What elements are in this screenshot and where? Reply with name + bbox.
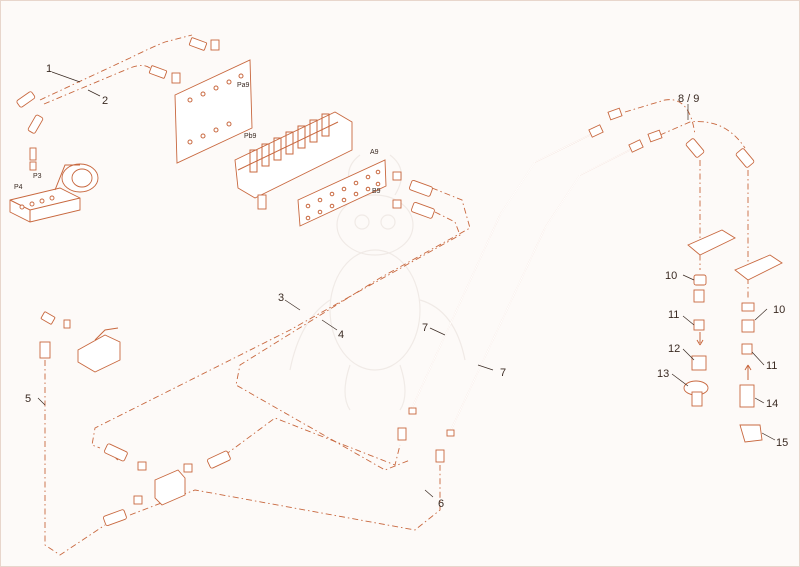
callout-6: 6	[438, 498, 444, 510]
callout-7a: 7	[422, 322, 428, 334]
callout-7b: 7	[500, 367, 506, 379]
joystick-unit	[9, 163, 99, 223]
gasket-plate-bottom	[297, 159, 387, 227]
callout-labels: 1 2 3 4 5 6 7 7 8 / 9 10 10 11 11 12 13 …	[25, 63, 788, 510]
fittings-bottom-left	[39, 311, 231, 527]
callout-2: 2	[102, 95, 108, 107]
callout-15: 15	[776, 437, 788, 449]
hose-1-and-2	[39, 34, 193, 105]
hose-5	[44, 360, 106, 556]
right-bracket-assembly	[683, 160, 783, 443]
callout-3: 3	[278, 292, 284, 304]
callout-11a: 11	[668, 309, 679, 321]
callout-1: 1	[46, 63, 52, 75]
port-pa9: Pa9	[237, 82, 250, 89]
callout-14: 14	[766, 398, 778, 410]
port-pb9: Pb9	[244, 133, 257, 140]
callout-10b: 10	[773, 304, 785, 316]
callout-13: 13	[657, 368, 669, 380]
port-a9: A9	[370, 149, 379, 156]
leader-lines	[37, 71, 776, 498]
callout-5: 5	[25, 393, 31, 405]
callout-11b: 11	[766, 360, 777, 372]
port-b9: B9	[372, 188, 381, 195]
port-labels: Pa9 Pb9 A9 B9 P3 P4	[14, 82, 381, 195]
hose-3-and-4	[91, 187, 471, 471]
callout-8-9: 8 / 9	[678, 93, 699, 105]
gasket-plate-top	[174, 59, 253, 164]
fittings-top-left	[16, 37, 220, 171]
callout-12: 12	[668, 343, 680, 355]
callout-10a: 10	[665, 270, 677, 282]
callout-4: 4	[338, 329, 344, 341]
port-p3: P3	[33, 173, 42, 180]
rigid-tubes-7	[397, 124, 644, 463]
port-p4: P4	[14, 184, 23, 191]
valve-fittings	[392, 171, 435, 219]
watermark-mascot	[289, 154, 466, 411]
control-valve	[234, 111, 353, 210]
hoses-8-9	[607, 99, 755, 168]
